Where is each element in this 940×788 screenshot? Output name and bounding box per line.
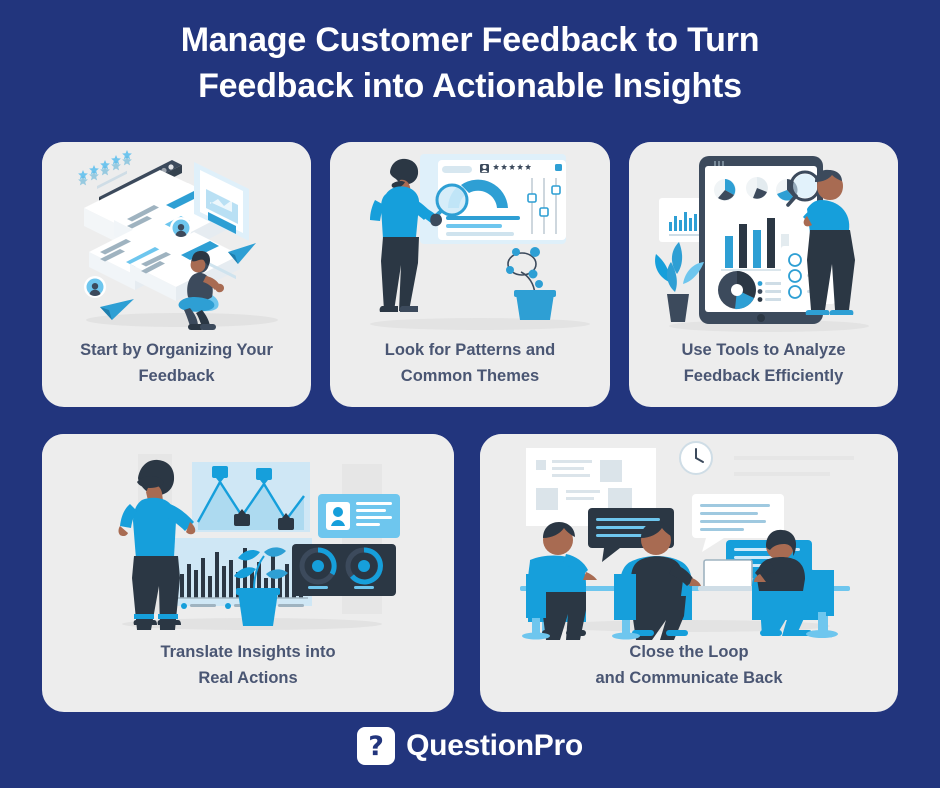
page-title: Manage Customer Feedback to Turn Feedbac… xyxy=(0,18,940,109)
analytics-tablet-illustration xyxy=(629,142,898,338)
card-label-line-2: and Communicate Back xyxy=(595,668,783,687)
iso-panel-phone xyxy=(194,162,249,280)
speech-bubble-white xyxy=(692,494,784,552)
card-label-line-1: Close the Loop xyxy=(629,643,749,661)
wall-clock xyxy=(679,441,713,475)
card-label-line-2: Real Actions xyxy=(198,668,298,687)
question-mark-icon: ? xyxy=(357,727,396,765)
potted-plant xyxy=(234,547,288,626)
card-use-tools-to-analyze-feedback-efficiently: Use Tools to Analyze Feedback Efficientl… xyxy=(629,142,898,407)
person-at-dashboard xyxy=(118,459,196,630)
laptop xyxy=(698,559,758,591)
insights-to-actions-illustration xyxy=(42,434,454,640)
card-label-line-1: Translate Insights into xyxy=(160,643,336,661)
card-label: Use Tools to Analyze Feedback Efficientl… xyxy=(637,338,890,389)
person-right xyxy=(752,529,838,638)
person-with-laptop xyxy=(178,251,224,330)
card-label: Translate Insights into Real Actions xyxy=(50,640,446,691)
card-label: Look for Patterns and Common Themes xyxy=(338,338,602,389)
card-start-by-organizing-your-feedback: Start by Organizing Your Feedback xyxy=(42,142,311,407)
pie-chart-row xyxy=(714,177,798,201)
card-translate-insights-into-real-actions: Translate Insights into Real Actions xyxy=(42,434,454,712)
paper-plane-right xyxy=(228,243,256,264)
profile-card xyxy=(318,494,400,538)
team-meeting-illustration xyxy=(480,434,898,640)
plant-leaves xyxy=(655,242,704,322)
card-look-for-patterns-and-common-themes: Look for Patterns and Common Themes xyxy=(330,142,610,407)
paper-plane-bottom xyxy=(100,299,134,320)
gauges-panel xyxy=(292,544,396,596)
page-title-line-2: Feedback into Actionable Insights xyxy=(198,66,742,105)
person-middle xyxy=(612,522,701,640)
card-label-line-2: Feedback xyxy=(138,366,215,385)
brand-name: QuestionPro xyxy=(406,729,583,762)
page-title-line-1: Manage Customer Feedback to Turn xyxy=(180,21,760,59)
wall-shelf xyxy=(734,456,854,476)
person-left xyxy=(522,522,597,640)
brand-logo: ? QuestionPro xyxy=(0,718,940,774)
card-label-line-2: Feedback Efficiently xyxy=(683,366,844,385)
patterns-dashboard-illustration xyxy=(330,142,610,338)
card-label-line-1: Use Tools to Analyze xyxy=(681,341,846,359)
card-label-line-1: Start by Organizing Your xyxy=(80,341,273,359)
card-label-line-1: Look for Patterns and xyxy=(384,341,556,359)
progress-lines xyxy=(446,216,520,236)
person-with-magnifier xyxy=(786,169,855,315)
person-standing-pointing xyxy=(370,158,442,312)
dashboard-panel xyxy=(420,154,566,244)
avatar-bubble-right xyxy=(170,217,192,239)
avatar-bubble-left xyxy=(84,276,106,298)
card-label: Start by Organizing Your Feedback xyxy=(50,338,303,389)
potted-plant xyxy=(506,247,556,320)
rating-row xyxy=(480,164,562,173)
chart-markers xyxy=(212,466,294,530)
card-close-the-loop-and-communicate-back: Close the Loop and Communicate Back xyxy=(480,434,898,712)
organizing-feedback-illustration xyxy=(42,142,311,338)
line-chart-panel xyxy=(192,462,310,532)
card-label: Close the Loop and Communicate Back xyxy=(488,640,890,691)
card-label-line-2: Common Themes xyxy=(400,366,540,385)
